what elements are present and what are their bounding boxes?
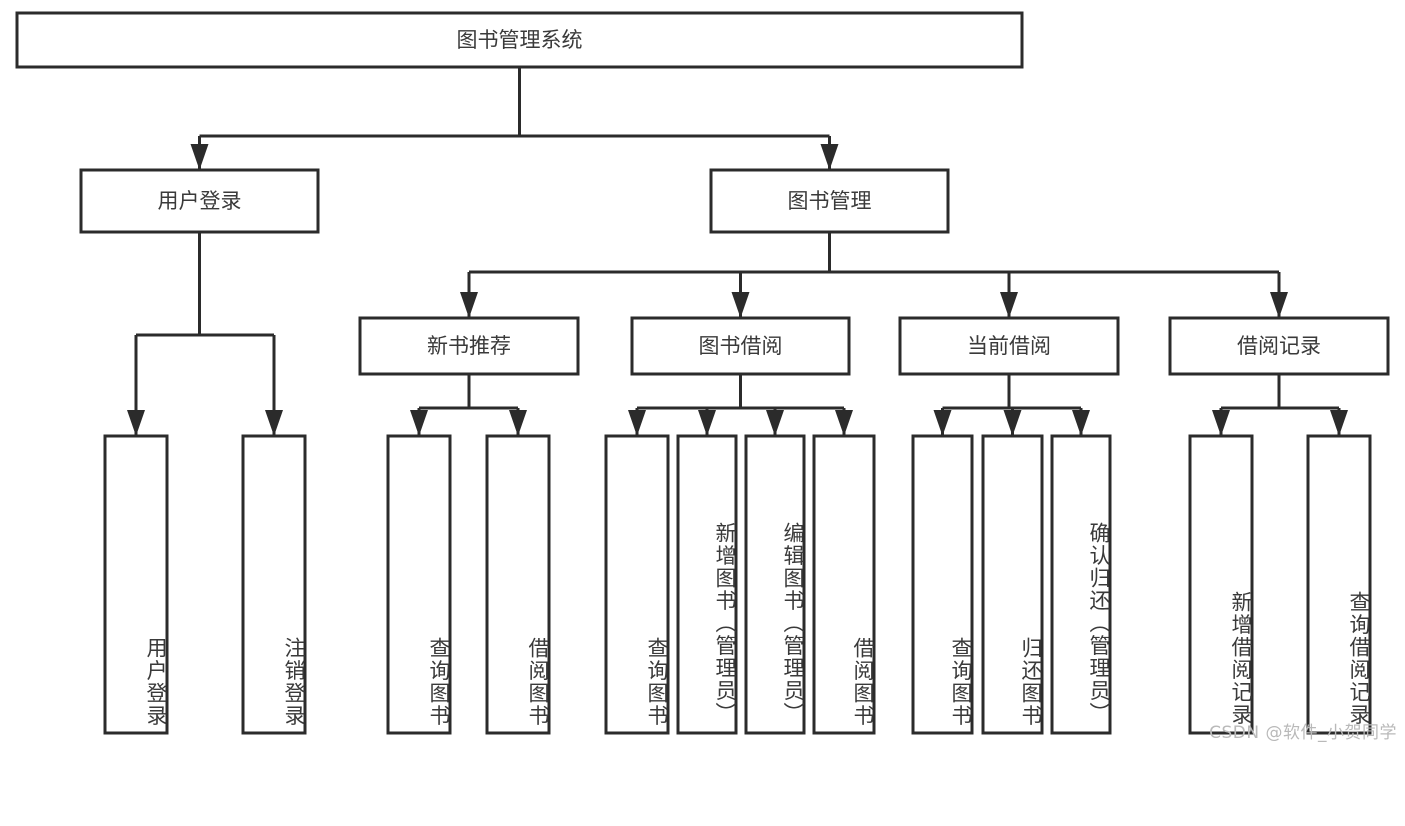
node-box-leaf-8[interactable]: [911, 434, 974, 735]
node-label-level2-0: 用户登录: [158, 189, 242, 213]
arrow-to-leaf-10: [1072, 410, 1090, 436]
node-label-level3-0: 新书推荐: [427, 334, 511, 358]
arrow-to-leaf-5: [698, 410, 716, 436]
arrow-to-leaf-11: [1212, 410, 1230, 436]
arrow-to-leaf-8: [933, 410, 952, 436]
node-label-level2-1: 图书管理: [788, 189, 872, 213]
node-box-leaf-0[interactable]: [103, 434, 169, 735]
csdn-watermark: CSDN @软件_小贺同学: [1209, 723, 1397, 743]
arrow-to-leaf-6: [766, 410, 784, 436]
node-box-leaf-9[interactable]: [981, 434, 1044, 735]
node-box-leaf-3[interactable]: [485, 434, 551, 735]
node-box-leaf-10[interactable]: [1050, 434, 1112, 735]
arrow-to-leaf-7: [835, 410, 853, 436]
arrow-to-level3-0: [460, 292, 478, 318]
arrow-to-leaf-4: [628, 410, 646, 436]
arrow-to-level3-2: [1000, 292, 1018, 318]
node-label-root: 图书管理系统: [457, 28, 583, 52]
arrow-to-level2-0: [190, 144, 209, 170]
node-box-level2-0[interactable]: [79, 168, 320, 234]
hierarchy-diagram: 图书管理系统用户登录图书管理新书推荐图书借阅当前借阅借阅记录 用户登录注销登录查…: [15, 11, 1397, 743]
node-label-level3-2: 当前借阅: [967, 334, 1051, 358]
arrow-to-leaf-0: [127, 410, 145, 436]
node-box-level3-2[interactable]: [898, 316, 1120, 376]
node-box-level2-1[interactable]: [709, 168, 950, 234]
node-label-level3-3: 借阅记录: [1237, 334, 1321, 358]
arrow-to-leaf-3: [509, 410, 527, 436]
arrow-to-level3-3: [1270, 292, 1288, 318]
node-box-leaf-5[interactable]: [676, 434, 738, 735]
node-box-level3-1[interactable]: [630, 316, 851, 376]
node-box-level3-0[interactable]: [358, 316, 580, 376]
node-box-leaf-11[interactable]: [1188, 434, 1254, 735]
node-box-leaf-6[interactable]: [744, 434, 806, 735]
connectors-layer: [127, 67, 1348, 436]
node-box-leaf-7[interactable]: [812, 434, 876, 735]
arrow-to-level3-1: [731, 292, 750, 318]
node-box-leaf-2[interactable]: [386, 434, 452, 735]
node-label-level3-1: 图书借阅: [699, 334, 783, 358]
arrow-to-leaf-9: [1003, 410, 1022, 436]
arrow-to-leaf-12: [1330, 410, 1348, 436]
node-box-leaf-12[interactable]: [1306, 434, 1372, 735]
arrow-to-leaf-1: [265, 410, 283, 436]
node-box-root[interactable]: [15, 11, 1024, 69]
node-box-level3-3[interactable]: [1168, 316, 1390, 376]
boxes-layer: [15, 11, 1390, 735]
node-box-leaf-4[interactable]: [604, 434, 670, 735]
arrow-to-leaf-2: [410, 410, 428, 436]
node-box-leaf-1[interactable]: [241, 434, 307, 735]
arrow-to-level2-1: [820, 144, 839, 170]
